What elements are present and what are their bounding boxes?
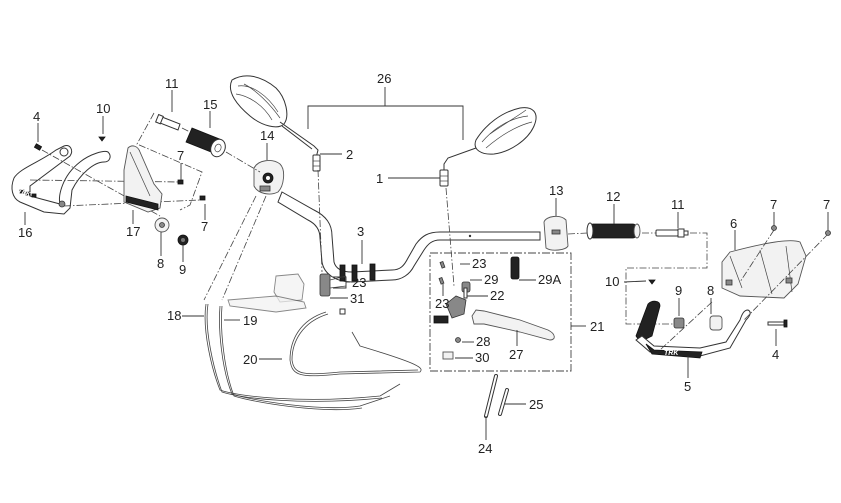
callout-15: 15 [203, 97, 217, 112]
callout-9-left: 9 [179, 262, 186, 277]
brake-master-cylinder [227, 273, 307, 313]
callout-3: 3 [357, 224, 364, 239]
callout-29a: 29A [538, 272, 561, 287]
callout-31: 31 [350, 291, 364, 306]
clutch-nut[interactable] [455, 337, 461, 343]
callout-7-right-a: 7 [770, 197, 777, 212]
callout-7-left-lower: 7 [201, 219, 208, 234]
callout-7-right-b: 7 [823, 197, 830, 212]
callout-5: 5 [684, 379, 691, 394]
callout-28: 28 [476, 334, 490, 349]
callout-labels: 4 10 11 15 14 7 7 16 17 8 9 26 2 1 3 13 … [18, 71, 830, 456]
callout-8-left: 8 [157, 256, 164, 271]
right-bolt[interactable] [767, 319, 788, 328]
right-switch-housing[interactable] [543, 215, 569, 251]
callout-24: 24 [478, 441, 492, 456]
clutch-lever-assembly-box [429, 252, 572, 372]
callout-6: 6 [730, 216, 737, 231]
guide-line [739, 229, 775, 283]
handguard-logo-left: TRK [17, 188, 31, 198]
clutch-perch[interactable] [433, 295, 467, 324]
guide-line [317, 169, 323, 273]
callout-12: 12 [606, 189, 620, 204]
left-spacer[interactable] [154, 217, 170, 233]
callout-11-left: 11 [165, 76, 179, 91]
left-handguard-deflector[interactable] [123, 145, 163, 213]
clutch-screw-upper[interactable] [439, 260, 446, 269]
left-guide-line [136, 112, 203, 211]
right-mirror[interactable] [439, 107, 537, 187]
handguard-logo-right: TRK [664, 350, 679, 357]
callout-30: 30 [475, 350, 489, 365]
callout-18: 18 [167, 308, 181, 323]
right-spacer[interactable] [709, 315, 723, 331]
throttle-cable-1[interactable] [204, 303, 401, 402]
callout-1: 1 [376, 171, 383, 186]
leader-lines [24, 90, 829, 440]
right-nut[interactable] [673, 317, 685, 329]
callout-23-clutch-upper: 23 [472, 256, 486, 271]
callout-27: 27 [509, 347, 523, 362]
callout-23-brake: 23 [352, 275, 366, 290]
clutch-pivot-bolt[interactable] [463, 287, 468, 299]
callout-19: 19 [243, 313, 257, 328]
throttle-cable-2[interactable] [219, 305, 391, 411]
callout-14: 14 [260, 128, 274, 143]
callout-9-right: 9 [675, 283, 682, 298]
right-guide-line [625, 232, 708, 325]
left-grip[interactable] [185, 127, 261, 173]
callout-10-left: 10 [96, 101, 110, 116]
left-nut[interactable] [177, 234, 189, 246]
brake-switch-clamp[interactable] [319, 273, 347, 297]
right-handguard-bracket[interactable] [635, 300, 751, 359]
callout-13: 13 [549, 183, 563, 198]
callout-22: 22 [490, 288, 504, 303]
left-screw[interactable] [98, 136, 106, 142]
guide-line [445, 187, 455, 287]
right-deflector-screw-b[interactable] [825, 230, 831, 236]
clutch-switch[interactable] [510, 256, 520, 280]
clutch-switch-plug[interactable] [442, 351, 454, 360]
clutch-screw-lower[interactable] [438, 276, 445, 285]
left-handguard-bracket[interactable] [11, 145, 111, 215]
rod-short[interactable] [498, 388, 509, 416]
right-throttle-grip[interactable] [567, 222, 656, 240]
callout-16: 16 [18, 225, 32, 240]
handlebar[interactable] [277, 191, 541, 283]
right-bar-end-insert[interactable] [655, 228, 689, 238]
callout-2: 2 [346, 147, 353, 162]
left-deflector-screw-lower[interactable] [199, 195, 206, 201]
guide-line [659, 301, 713, 351]
callout-11-right: 11 [671, 197, 685, 212]
right-handguard-deflector[interactable] [721, 240, 807, 299]
guide-line [221, 195, 267, 301]
left-bolt[interactable] [33, 143, 43, 151]
left-deflector-screw-upper[interactable] [177, 179, 184, 185]
callout-20: 20 [243, 352, 257, 367]
callout-8-right: 8 [707, 283, 714, 298]
callout-4-right: 4 [772, 347, 779, 362]
callout-4-left: 4 [33, 109, 40, 124]
callout-21: 21 [590, 319, 604, 334]
callout-29: 29 [484, 272, 498, 287]
clutch-lever[interactable] [471, 309, 555, 341]
callout-23-clutch-lower: 23 [435, 296, 449, 311]
guide-line [29, 179, 181, 183]
callout-17: 17 [126, 224, 140, 239]
mirror-set-bracket [307, 87, 464, 140]
callout-7-left-upper: 7 [177, 148, 184, 163]
callout-10-right: 10 [605, 274, 619, 289]
right-deflector-screw-a[interactable] [771, 225, 777, 231]
callout-25: 25 [529, 397, 543, 412]
left-mirror[interactable] [230, 75, 321, 172]
guide-line [203, 195, 257, 301]
left-switch-housing[interactable] [253, 160, 285, 195]
clutch-cable[interactable] [289, 308, 422, 377]
right-screw[interactable] [648, 279, 656, 285]
left-bar-end-insert[interactable] [154, 113, 191, 133]
callout-26: 26 [377, 71, 391, 86]
rod-long[interactable] [484, 374, 498, 418]
guide-line [743, 233, 829, 321]
